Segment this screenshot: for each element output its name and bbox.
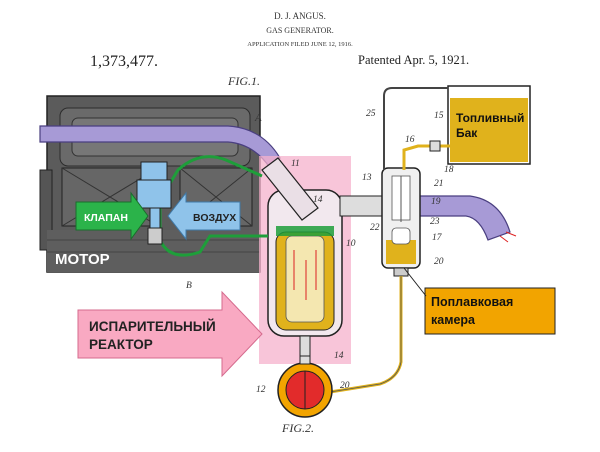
fuel-tank-label-2: Бак: [456, 126, 478, 140]
valve-assembly: [136, 161, 172, 245]
patent-title: GAS GENERATOR.: [266, 26, 333, 35]
motor-label: МОТОР: [55, 251, 110, 268]
evaporator-vessel: [267, 189, 343, 357]
fuel-tank: [447, 85, 531, 165]
float-chamber-label-1: Поплавковая: [431, 295, 513, 309]
evaporator-label-1: ИСПАРИТЕЛЬНЫЙ: [89, 319, 216, 334]
exhaust-pipe: [407, 195, 511, 241]
evaporator-arrow: [77, 290, 263, 378]
valve-arrow: [75, 191, 149, 241]
ref-22: 22: [370, 223, 380, 233]
ref-14a: 14: [313, 195, 323, 205]
ref-11: 11: [291, 159, 300, 169]
float-chamber-callout: [424, 287, 556, 335]
ref-a: A: [254, 112, 262, 124]
patent-date: Patented Apr. 5, 1921.: [358, 53, 469, 67]
ref-18: 18: [444, 165, 454, 175]
evaporator-label-2: РЕАКТОР: [89, 337, 153, 352]
ref-13: 13: [362, 173, 372, 183]
ref-19: 19: [431, 197, 441, 207]
air-label: ВОЗДУХ: [193, 212, 236, 224]
fig1-label: FIG.1.: [227, 74, 260, 88]
reactor-to-float-pipe: [339, 195, 385, 217]
air-arrow: [167, 191, 241, 241]
ref-21: 21: [434, 179, 444, 189]
ref-15: 15: [434, 111, 444, 121]
ref-10: 10: [346, 239, 356, 249]
ref-25: 25: [366, 109, 376, 119]
fig2-label: FIG.2.: [281, 421, 314, 435]
float-chamber-label-2: камера: [431, 313, 476, 327]
filing-date: APPLICATION FILED JUNE 12, 1916.: [247, 41, 353, 48]
fuel-line-25: [383, 87, 448, 170]
ref-20a: 20: [434, 257, 444, 267]
ref-16: 16: [405, 135, 415, 145]
valve-label: КЛАПАН: [84, 212, 128, 224]
ref-17: 17: [432, 233, 443, 243]
float-chamber: [381, 167, 421, 277]
patent-number: 1,373,477.: [90, 53, 158, 70]
mixing-tube: [261, 157, 319, 221]
inventor-name: D. J. ANGUS.: [274, 11, 326, 21]
float-callout-leader: [403, 267, 427, 297]
ref-12: 12: [256, 385, 266, 395]
ref-20b: 20: [340, 381, 350, 391]
fuel-tank-label-1: Топливный: [456, 111, 524, 125]
fuel-cock: [429, 140, 441, 152]
ref-23: 23: [430, 217, 440, 227]
ref-b: B: [186, 281, 192, 291]
fig2-disc-valve: [277, 355, 333, 418]
ref-14b: 14: [334, 351, 344, 361]
